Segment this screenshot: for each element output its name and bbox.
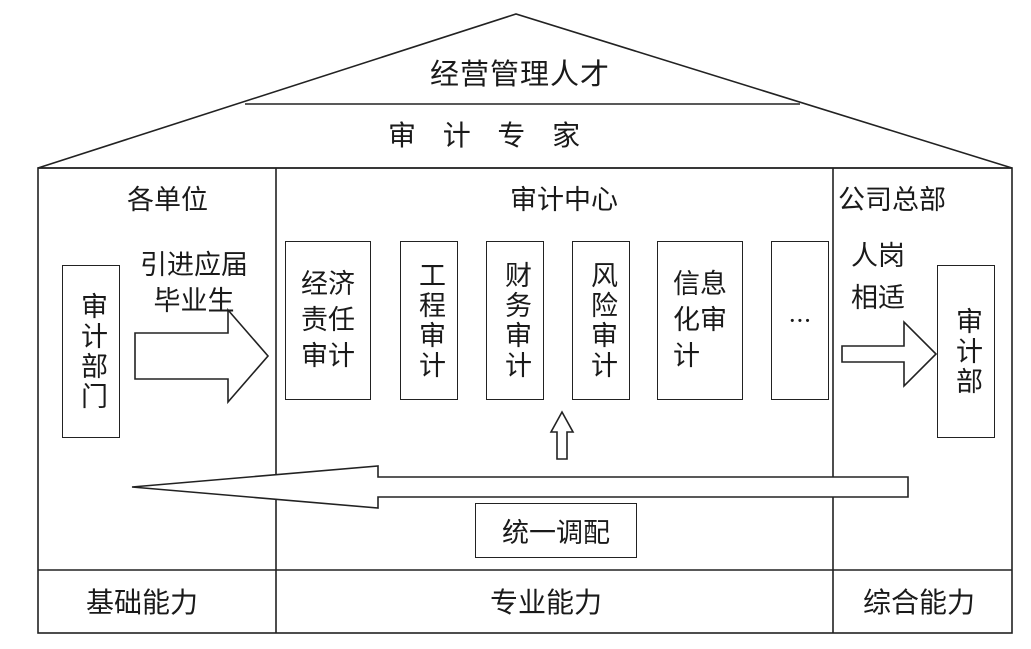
it-audit-box: 信息 化审 计	[657, 241, 743, 400]
it-audit-label: 信息 化审 计	[673, 268, 727, 372]
economic-audit-label: 经济 责任 审计	[301, 268, 355, 372]
person-job-fit-label: 人岗 相适	[851, 241, 905, 314]
basic-ability-label: 基础能力	[86, 586, 199, 619]
coordination-arrow	[131, 465, 909, 509]
economic-audit-box: 经济 责任 审计	[285, 241, 371, 400]
units-header: 各单位	[127, 185, 208, 216]
financial-audit-label: 财务审计	[500, 260, 531, 381]
audit-dept-label: 审计部门	[76, 291, 107, 412]
hq-audit-dept-box: 审计部	[937, 265, 995, 438]
risk-audit-label: 风险审计	[586, 260, 617, 381]
audit-center-header: 审计中心	[510, 185, 618, 216]
coordination-label: 统一调配	[502, 518, 610, 549]
audit-expert-label: 审 计 专 家	[388, 119, 581, 152]
engineering-audit-label: 工程审计	[414, 260, 445, 381]
more-label: ···	[788, 306, 812, 335]
main-frame	[37, 167, 1013, 634]
graduate-label: 引进应届 毕业生	[140, 250, 248, 317]
engineering-audit-box: 工程审计	[400, 241, 458, 400]
comprehensive-ability-label: 综合能力	[863, 586, 976, 619]
more-box: ···	[771, 241, 829, 400]
hq-audit-dept-label: 审计部	[951, 306, 982, 397]
graduate-arrow	[134, 307, 270, 405]
management-talent-label: 经营管理人才	[430, 57, 611, 91]
coordination-box: 统一调配	[475, 503, 637, 558]
risk-audit-box: 风险审计	[572, 241, 630, 400]
headquarters-header: 公司总部	[838, 185, 946, 216]
audit-dept-box: 审计部门	[62, 265, 120, 438]
fit-arrow	[841, 320, 938, 388]
financial-audit-box: 财务审计	[486, 241, 544, 400]
up-arrow	[549, 410, 575, 460]
professional-ability-label: 专业能力	[490, 586, 603, 619]
